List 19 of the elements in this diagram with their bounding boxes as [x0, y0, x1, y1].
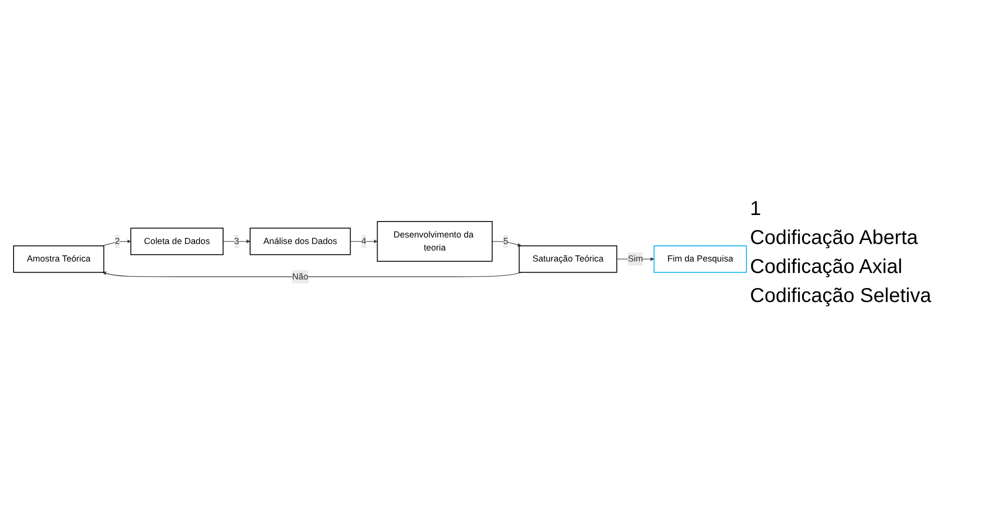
edge-label: Não — [292, 272, 308, 282]
node-box: Coleta de Dados — [130, 228, 224, 256]
edge-label: 3 — [234, 236, 240, 246]
edge-label: 5 — [503, 236, 508, 246]
arrow — [102, 272, 522, 278]
note-label: Codificação Aberta — [750, 226, 919, 250]
arrow — [102, 240, 131, 246]
edge-label: Sim — [628, 254, 644, 264]
note-label: Codificação Axial — [750, 256, 904, 278]
node-box: Fim da Pesquisa — [654, 245, 747, 273]
note-label: Codificação Seletiva — [750, 284, 932, 308]
arrow — [492, 241, 522, 247]
node-box: Desenvolvimento da teoria — [376, 221, 493, 262]
edge-label: 4 — [361, 236, 366, 246]
node-box: Análise dos Dados — [250, 228, 351, 256]
node-box: Saturação Teórica — [518, 245, 618, 273]
edge-label: 2 — [114, 236, 120, 246]
node-box: Amostra Teórica — [13, 245, 104, 273]
note-label: 1 — [750, 198, 762, 220]
